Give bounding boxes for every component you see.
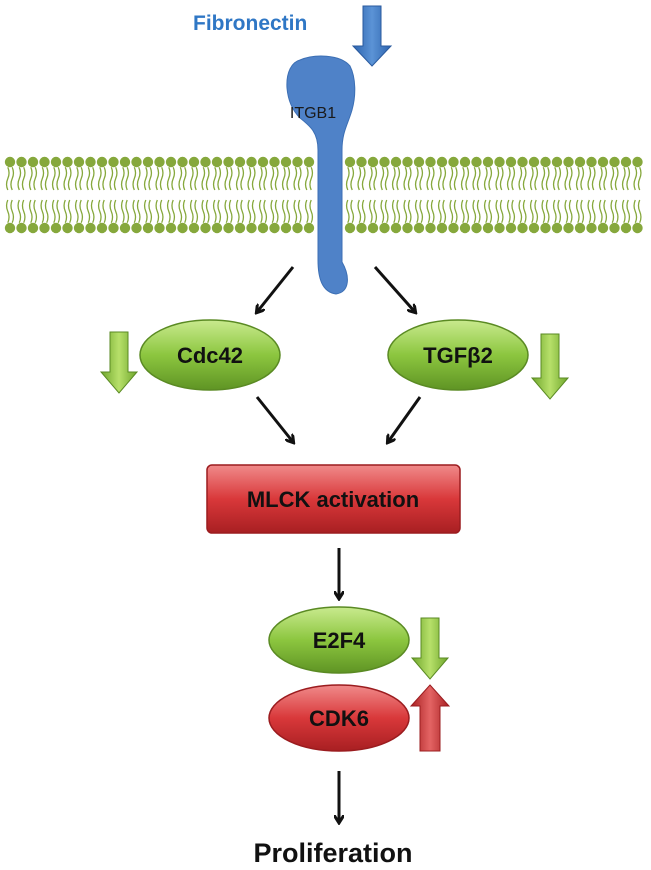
e2f4-label: E2F4 [313, 628, 366, 653]
itgb1-receptor: ITGB1 [286, 55, 356, 295]
cdk6-node: CDK6 [268, 684, 410, 752]
fibronectin-label: Fibronectin [193, 12, 307, 35]
e2f4-node: E2F4 [268, 606, 410, 674]
cell-membrane [4, 156, 643, 234]
mlck-activation-node: MLCK activation [206, 464, 461, 534]
e2f4-down-arrow [410, 617, 450, 680]
cdc42-node: Cdc42 [139, 319, 281, 391]
itgb1-label: ITGB1 [290, 105, 336, 122]
fibronectin-down-arrow [351, 5, 393, 67]
edge-itgb1-tgfb2 [373, 266, 415, 312]
cdc42-label: Cdc42 [177, 343, 243, 368]
cdk6-label: CDK6 [309, 706, 369, 731]
tgfb2-label: TGFβ2 [423, 343, 493, 368]
edge-itgb1-cdc42 [257, 266, 295, 312]
mlck-activation-label: MLCK activation [247, 487, 419, 512]
cdc42-down-arrow [99, 331, 139, 394]
tgfb2-down-arrow [530, 333, 570, 400]
proliferation-label: Proliferation [253, 838, 412, 868]
edge-tgfb2-mlck [388, 396, 422, 442]
tgfb2-node: TGFβ2 [387, 319, 529, 391]
edge-cdc42-mlck [255, 396, 293, 442]
cdk6-up-arrow [409, 684, 451, 752]
